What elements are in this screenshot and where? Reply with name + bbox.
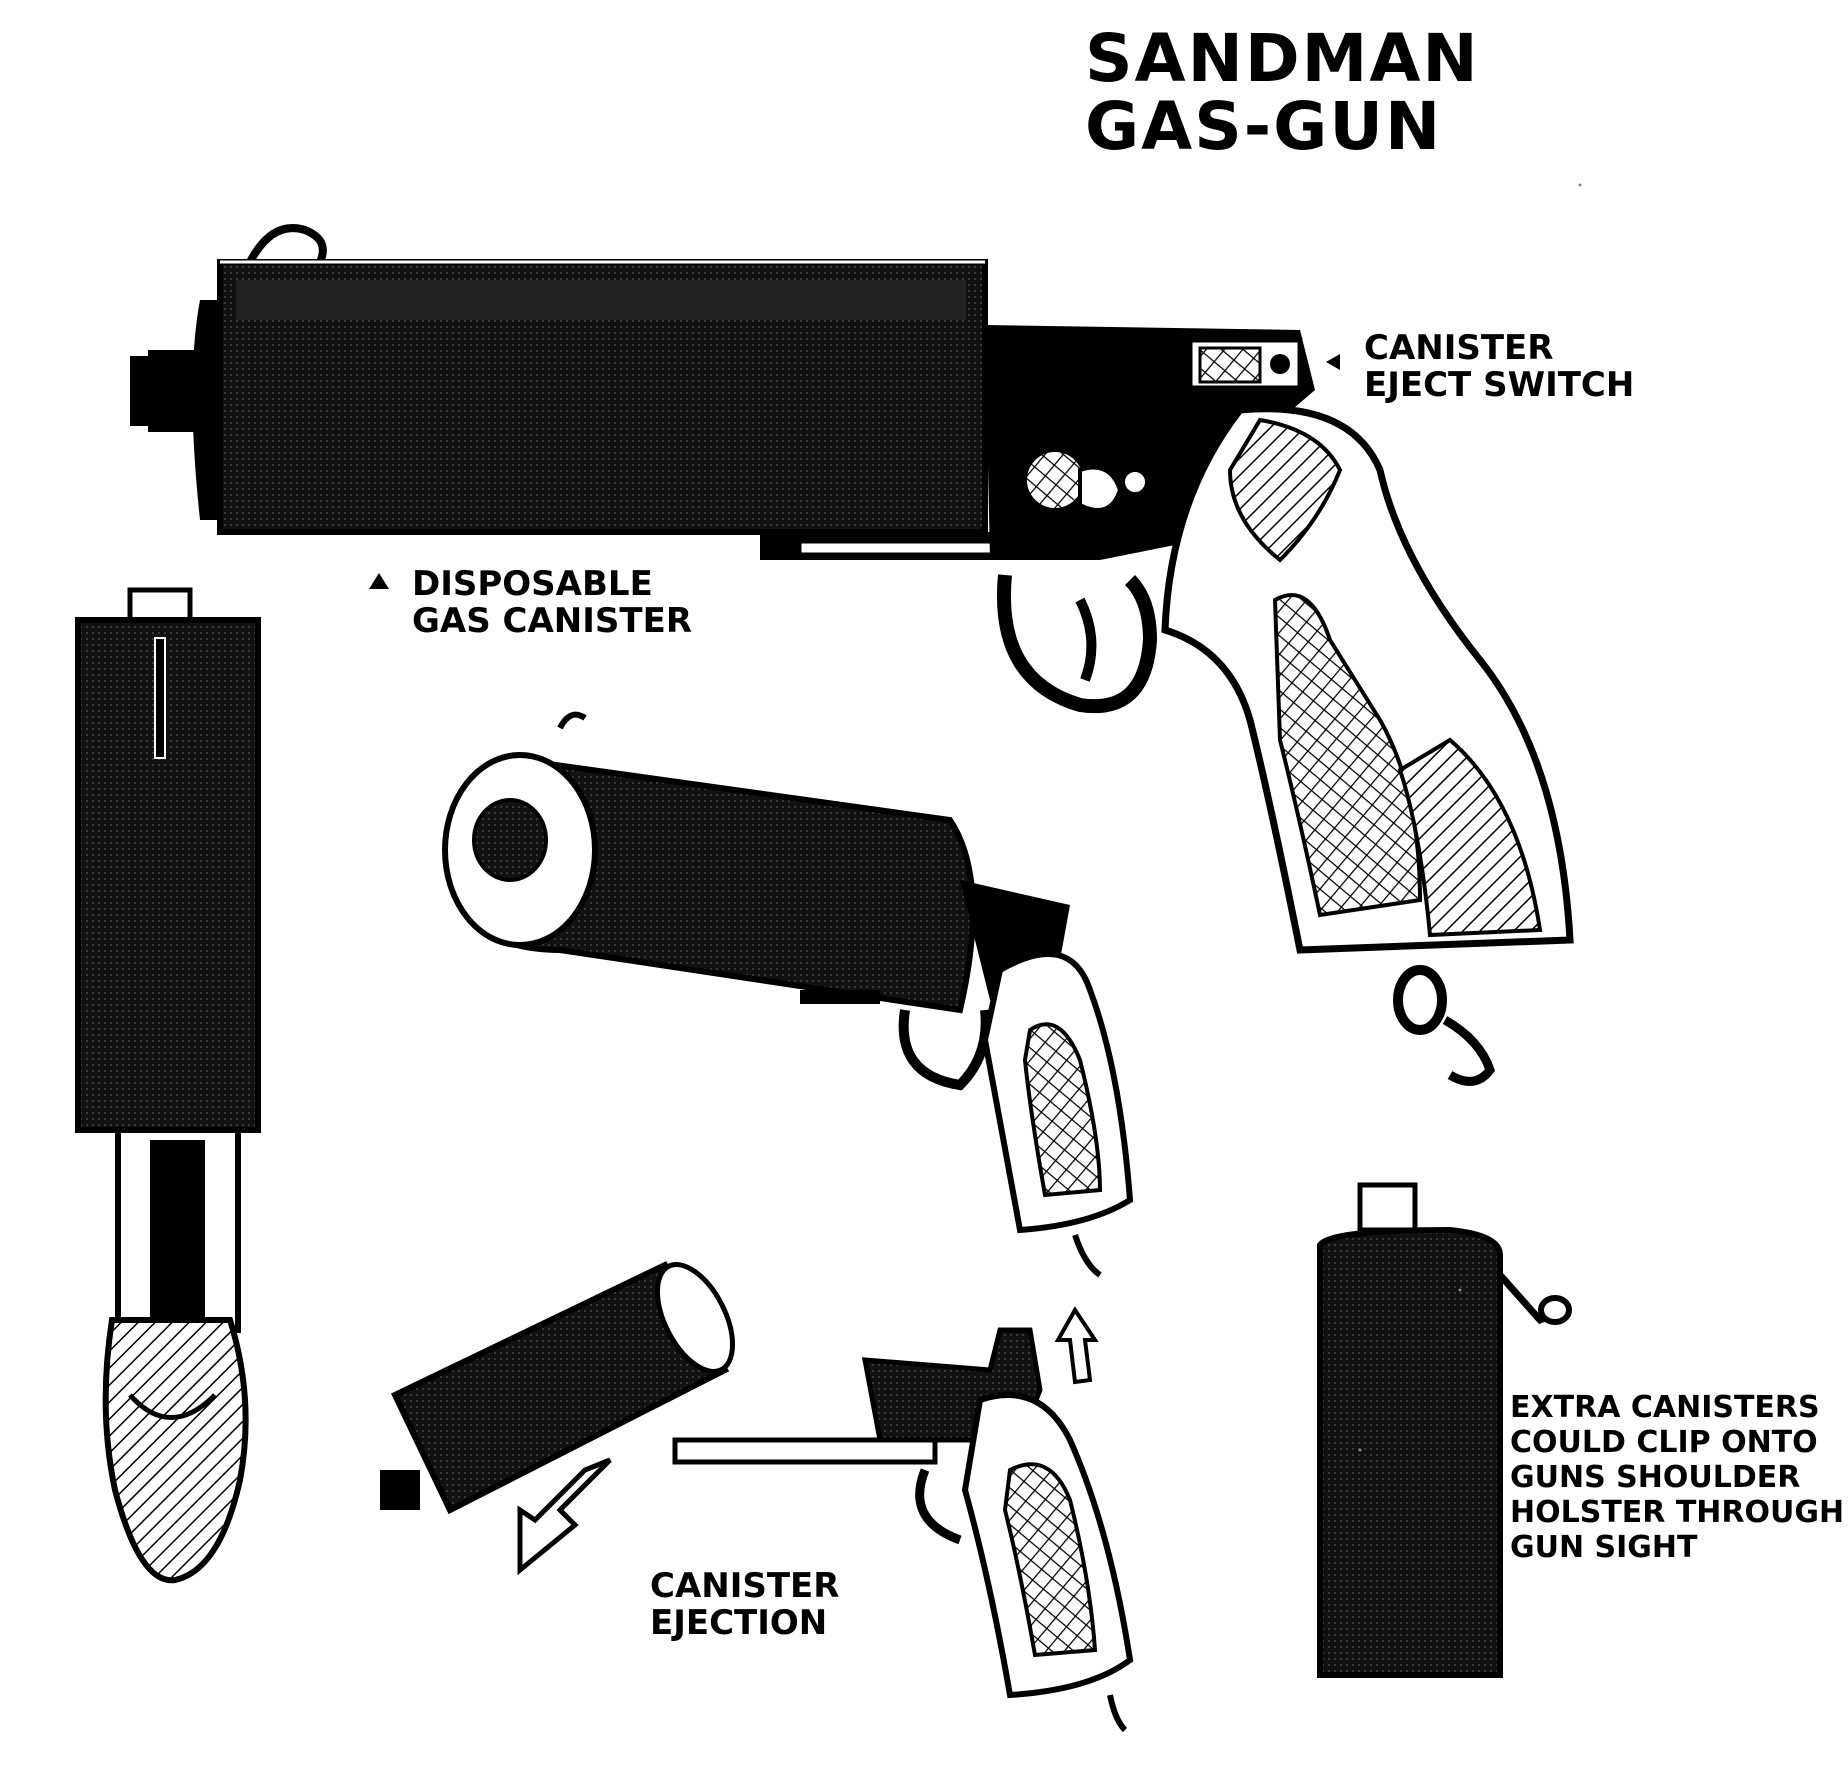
extra-canisters-label-line-1: EXTRA CANISTERS: [1510, 1390, 1820, 1425]
extra-canisters-label-line-5: GUN SIGHT: [1510, 1530, 1698, 1565]
ejection-label-line-2: EJECTION: [650, 1603, 828, 1643]
gas-canister-label-line-1: DISPOSABLE: [412, 564, 653, 604]
eject-switch-label-line-2: EJECT SWITCH: [1364, 365, 1635, 405]
extra-canisters-label-line-4: HOLSTER THROUGH: [1510, 1495, 1845, 1530]
main-gas-gun: [130, 224, 1574, 1086]
pointer-triangle-icon: [369, 573, 389, 589]
eject-switch-label-line-1: CANISTER: [1364, 328, 1554, 368]
top-view-gun: [75, 587, 261, 1584]
title-line-2: GAS-GUN: [1085, 88, 1443, 165]
gas-canister-label: DISPOSABLE GAS CANISTER: [412, 566, 692, 640]
extra-canisters-label-line-3: GUNS SHOULDER: [1510, 1460, 1801, 1495]
ejection-sequence: [380, 1261, 1134, 1733]
extra-canisters-label: EXTRA CANISTERS COULD CLIP ONTO GUNS SHO…: [1510, 1390, 1844, 1565]
eject-switch-label: CANISTER EJECT SWITCH: [1364, 330, 1634, 404]
title-line-1: SANDMAN: [1085, 20, 1480, 97]
gas-canister-label-line-2: GAS CANISTER: [412, 601, 693, 641]
ejection-label: CANISTER EJECTION: [650, 1568, 839, 1642]
spare-canister: [1317, 1182, 1572, 1678]
ejection-label-line-1: CANISTER: [650, 1566, 840, 1606]
angled-view-gun: [442, 711, 1134, 1278]
pointer-triangle-icon: [1326, 354, 1340, 370]
extra-canisters-label-line-2: COULD CLIP ONTO: [1510, 1425, 1818, 1460]
